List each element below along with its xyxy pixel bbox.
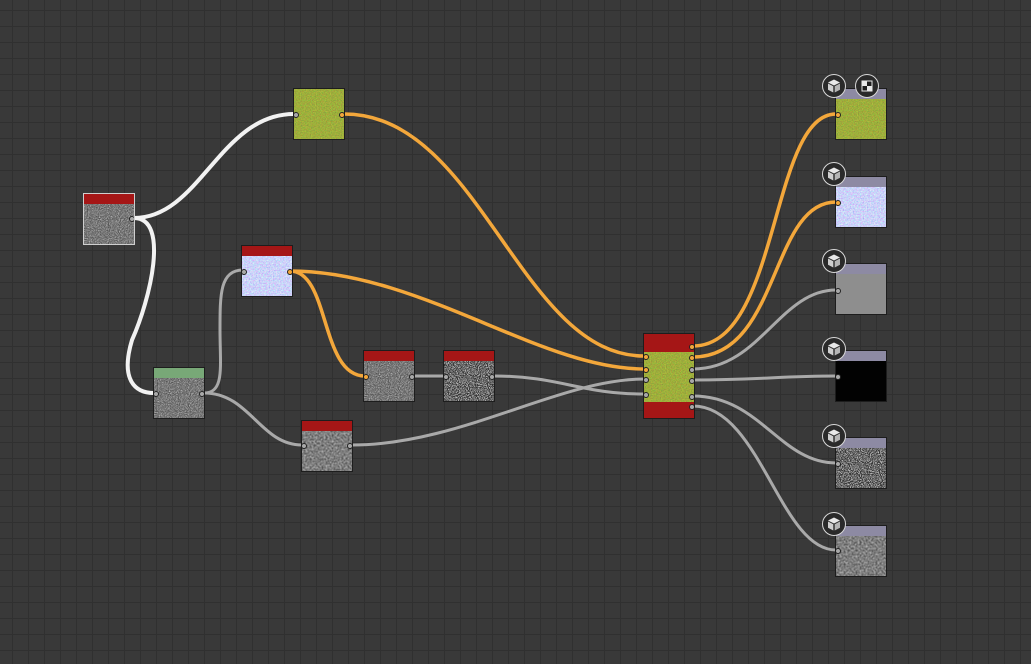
output-port[interactable] <box>489 374 494 380</box>
thumbnail-bw-noise <box>444 361 494 401</box>
output-port-ao[interactable] <box>689 394 694 400</box>
output-port-roughness[interactable] <box>689 367 694 373</box>
wire-normal-to-levels <box>288 269 367 378</box>
output-port-basecolor[interactable] <box>689 344 694 350</box>
wire-noise-to-grass <box>132 112 296 220</box>
output-port[interactable] <box>347 443 352 449</box>
node-header <box>444 351 494 361</box>
node-header <box>836 177 886 187</box>
cube-icon[interactable] <box>822 337 846 361</box>
output-port-metallic[interactable] <box>689 378 694 384</box>
thumbnail-green <box>644 352 694 402</box>
input-port-height[interactable] <box>644 392 649 398</box>
input-port[interactable] <box>294 112 299 118</box>
input-port[interactable] <box>836 112 841 118</box>
thumbnail-gray-flat <box>836 274 886 314</box>
input-port[interactable] <box>154 391 159 397</box>
thumbnail-normal <box>242 256 292 296</box>
wire-pbr-to-basecolor <box>691 112 838 348</box>
node-header <box>836 438 886 448</box>
thumbnail-normal <box>836 187 886 227</box>
node-header <box>302 421 352 431</box>
cube-icon[interactable] <box>822 162 846 186</box>
cube-icon[interactable] <box>822 74 846 98</box>
wire-blend-to-normal <box>202 268 245 395</box>
node-output-height[interactable] <box>835 525 887 577</box>
node-levels[interactable] <box>363 350 415 402</box>
thumbnail-gray-noise <box>84 204 134 244</box>
node-header <box>242 246 292 256</box>
output-port[interactable] <box>199 391 204 397</box>
node-output-metallic[interactable] <box>835 350 887 402</box>
wire-blur-to-pbr <box>350 377 646 447</box>
input-port[interactable] <box>836 288 841 294</box>
output-port[interactable] <box>129 216 134 222</box>
checker-icon[interactable] <box>855 74 879 98</box>
node-output-roughness[interactable] <box>835 263 887 315</box>
node-grayscale-blend[interactable] <box>153 367 205 419</box>
wire-pbr-to-normal-out <box>691 200 838 359</box>
wire-pbr-to-metallic <box>691 374 838 382</box>
node-noise-source[interactable] <box>83 193 135 245</box>
node-header <box>836 351 886 361</box>
node-normal-map[interactable] <box>241 245 293 297</box>
wire-blend-to-blur <box>202 391 304 447</box>
thumbnail-green <box>294 89 344 139</box>
thumbnail-black <box>836 361 886 401</box>
node-output-ambient-occlusion[interactable] <box>835 437 887 489</box>
thumbnail-gray-soft <box>302 431 352 471</box>
node-pbr-material[interactable] <box>643 333 695 419</box>
input-port[interactable] <box>836 374 841 380</box>
thumbnail-green <box>836 99 886 139</box>
input-port[interactable] <box>364 374 369 380</box>
node-header <box>836 526 886 536</box>
node-footer <box>644 402 694 418</box>
node-header <box>644 334 694 352</box>
input-port[interactable] <box>444 374 449 380</box>
node-grass-color[interactable] <box>293 88 345 140</box>
thumbnail-gray-noise <box>364 361 414 401</box>
node-header <box>154 368 204 378</box>
node-output-normal[interactable] <box>835 176 887 228</box>
input-port-basecolor[interactable] <box>644 354 649 360</box>
node-header <box>364 351 414 361</box>
wire-pbr-to-height <box>691 404 838 552</box>
thumbnail-bw-noise <box>836 448 886 488</box>
wire-pbr-to-ao <box>691 394 838 465</box>
input-port-normal[interactable] <box>644 367 649 373</box>
output-port[interactable] <box>409 374 414 380</box>
output-port[interactable] <box>339 112 344 118</box>
wire-contrast-to-pbr <box>492 374 646 396</box>
wire-pbr-to-roughness <box>691 288 838 371</box>
input-port[interactable] <box>836 461 841 467</box>
node-contrast[interactable] <box>443 350 495 402</box>
input-port[interactable] <box>302 443 307 449</box>
input-port[interactable] <box>242 269 247 275</box>
thumbnail-gray-noise <box>154 378 204 418</box>
output-port[interactable] <box>287 269 292 275</box>
thumbnail-gray-soft <box>836 536 886 576</box>
input-port[interactable] <box>836 200 841 206</box>
node-header <box>84 194 134 204</box>
node-header <box>836 264 886 274</box>
wire-noise-to-blend <box>125 216 156 395</box>
cube-icon[interactable] <box>822 249 846 273</box>
input-port[interactable] <box>836 548 841 554</box>
node-blur[interactable] <box>301 420 353 472</box>
cube-icon[interactable] <box>822 512 846 536</box>
output-port-normal[interactable] <box>689 355 694 361</box>
cube-icon[interactable] <box>822 424 846 448</box>
wire-grass-to-pbr <box>342 112 646 358</box>
output-port-height[interactable] <box>689 404 694 410</box>
wire-normal-to-pbr <box>288 269 646 371</box>
input-port-roughness[interactable] <box>644 377 649 383</box>
